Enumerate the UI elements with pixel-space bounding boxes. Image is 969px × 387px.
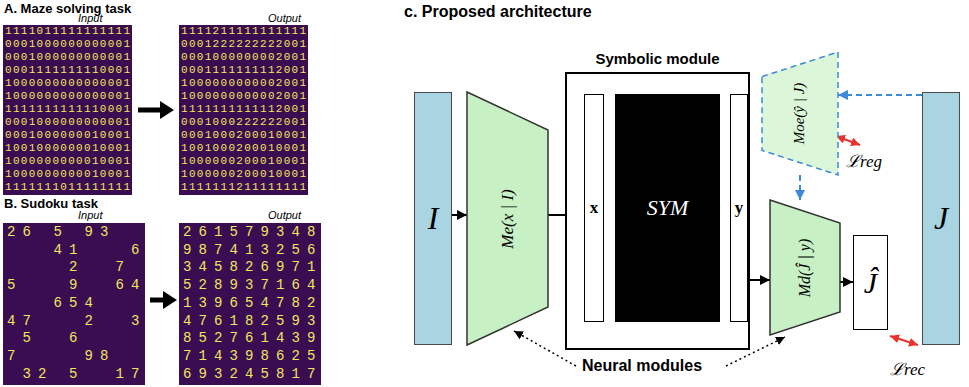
image-caption: Input (78, 12, 102, 24)
digit-row: 0001000000000001 (5, 116, 131, 129)
task-arrow (138, 101, 174, 119)
module-name: Moe(ŷ | J) (792, 83, 809, 145)
digit-row: 1000000000002001 (181, 77, 307, 90)
panel-title: A. Maze solving task (4, 1, 131, 16)
maze-output-image (179, 25, 308, 195)
digit-row: 0001222222222001 (181, 38, 307, 51)
digit-row: 139654782 (183, 295, 323, 313)
solver-box: SYM (615, 94, 720, 322)
digit-row: 345826971 (183, 259, 323, 277)
symbolic-module: Symbolic modulexSYMy (565, 72, 750, 350)
module-name: Md(Ĵ | y) (796, 238, 814, 297)
output-encoder-module: Moe(ŷ | J) (762, 52, 838, 175)
digit-row: 0001000200010001 (181, 129, 307, 142)
digit-row: 0001000000002001 (181, 51, 307, 64)
digit-row: 41 6 (7, 242, 147, 260)
variable-name: Ĵ (864, 266, 877, 300)
maze-input-image (3, 25, 132, 195)
vector-box: x (584, 94, 604, 322)
connector-arrow (452, 214, 467, 216)
digit-row: 693245817 (183, 366, 323, 384)
target-image-block: J (922, 92, 960, 345)
digit-row: 528937164 (183, 277, 323, 295)
digit-row: 1111111111110001 (5, 103, 131, 116)
panel-title: c. Proposed architecture (404, 3, 592, 21)
digit-row: 7 98 (7, 348, 147, 366)
digit-row: 1000000000000001 (5, 90, 131, 103)
digit-row: 1000000200010001 (181, 155, 307, 168)
connector-arrow (838, 94, 922, 96)
digit-row: 1111211111111111 (181, 25, 307, 38)
digit-row: 0001000000000001 (5, 51, 131, 64)
connector-arrow (840, 281, 853, 283)
digit-row: 26 5 93 (7, 224, 147, 242)
loss-arrow (836, 136, 860, 145)
reconstruction-box: Ĵ (853, 235, 888, 330)
image-caption: Input (78, 209, 102, 221)
digit-row: 1111111011111111 (5, 181, 131, 194)
digit-row: 1000000000010001 (5, 168, 131, 181)
encoder-module: Me(x | I) (467, 92, 548, 345)
digit-row: 0001000222222001 (181, 116, 307, 129)
callout-label: Neural modules (582, 357, 702, 375)
digit-row: 5 9 64 (7, 277, 147, 295)
module-heading: Symbolic module (567, 50, 748, 67)
digit-row: 1000000000000001 (5, 77, 131, 90)
digit-row: 476182593 (183, 313, 323, 331)
digit-row: 654 (7, 295, 147, 313)
vector-box: y (730, 94, 748, 322)
digit-row: 1001000000010001 (5, 142, 131, 155)
digit-row: 852761439 (183, 330, 323, 348)
loss-label: ℒrec (890, 357, 925, 380)
digit-row: 261579348 (183, 224, 323, 242)
digit-row: 0001000000000001 (5, 38, 131, 51)
digit-row: 0001111111112001 (181, 64, 307, 77)
variable-name: y (735, 198, 744, 218)
input-image-block: I (414, 92, 452, 345)
digit-row: 987413256 (183, 242, 323, 260)
decoder-module: Md(Ĵ | y) (770, 200, 840, 335)
image-caption: Output (268, 209, 301, 221)
digit-row: 32 5 17 (7, 366, 147, 384)
digit-row: 1000000000002001 (181, 90, 307, 103)
variable-name: x (590, 198, 599, 218)
digit-row: 1000000200010001 (181, 168, 307, 181)
digit-row: 1111011111111111 (5, 25, 131, 38)
loss-label: ℒreg (846, 149, 882, 172)
image-caption: Output (268, 12, 301, 24)
solver-name: SYM (647, 195, 689, 221)
variable-name: I (428, 200, 439, 237)
connector-arrow (799, 175, 801, 200)
loss-arrow (890, 336, 918, 345)
digit-row: 2 7 (7, 259, 147, 277)
digit-row: 1111111211111111 (181, 181, 307, 194)
panel-title: B. Sudoku task (4, 196, 98, 211)
digit-row: 714398625 (183, 348, 323, 366)
digit-row: 47 2 3 (7, 313, 147, 331)
digit-row: 5 6 (7, 330, 147, 348)
module-name: Me(x | I) (497, 189, 517, 248)
digit-row: 1000000000010001 (5, 155, 131, 168)
task-arrow (150, 291, 177, 309)
digit-row: 0001111111110001 (5, 64, 131, 77)
digit-row: 1001000200010001 (181, 142, 307, 155)
connector-arrow (748, 279, 770, 281)
variable-name: J (934, 200, 948, 237)
digit-row: 0001000000010001 (5, 129, 131, 142)
digit-row: 1111111111112001 (181, 103, 307, 116)
